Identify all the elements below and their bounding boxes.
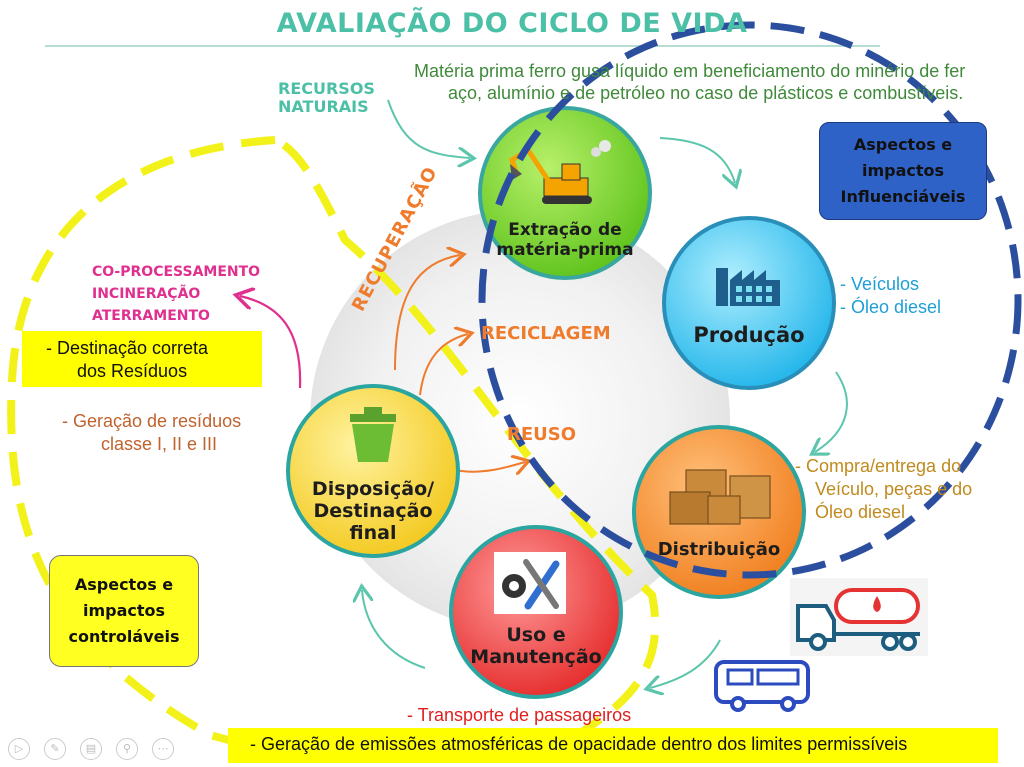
source-material-line-2: aço, alumínio e de petróleo no caso de p… <box>448 83 964 103</box>
waste-line-1: - Geração de resíduos <box>62 411 242 431</box>
stage-extraction-line-2: matéria-prima <box>496 240 634 260</box>
stage-use-label: Uso e Manutenção <box>461 624 611 668</box>
influenceable-dashed-loop <box>478 21 1022 579</box>
page-title: AVALIAÇÃO DO CICLO DE VIDA <box>276 8 748 39</box>
stage-production-label: Produção <box>693 323 805 347</box>
stage-distribution-label: Distribuição <box>657 539 781 560</box>
vehicles-item: - Veículos <box>840 274 920 294</box>
natural-resources-line-1: RECURSOS <box>278 79 375 98</box>
influenceable-aspects-box: Aspectos e impactos Influenciáveis <box>819 122 987 220</box>
factory-icon <box>716 268 780 306</box>
stage-use-line-2: Manutenção <box>470 646 602 668</box>
stage-disposal-label: Disposição/ Destinação final <box>298 478 448 544</box>
influenceable-line-3: Influenciáveis <box>840 187 966 206</box>
arrow-use-disposal <box>362 590 426 669</box>
arrow-production-distribution <box>815 371 848 452</box>
purchase-delivery-note: - Compra/entrega do Veículo, peças e do … <box>795 455 972 524</box>
stage-disposal-line-2: Destinação <box>313 500 433 522</box>
natural-resources-line-2: NATURAIS <box>278 97 369 116</box>
recycling-label: RECICLAGEM <box>481 323 611 344</box>
trash-bin-icon <box>350 407 396 462</box>
emissions-note: - Geração de emissões atmosféricas de op… <box>228 728 998 763</box>
influenceable-line-1: Aspectos e <box>853 135 953 154</box>
landfill-text: ATERRAMENTO <box>92 308 210 324</box>
purchase-line-2: Veículo, peças e do <box>815 479 973 499</box>
incineration-text: INCINERAÇÃO <box>92 286 201 302</box>
arrow-recovery <box>394 255 460 371</box>
passenger-transport-note: - Transporte de passageiros <box>407 705 632 725</box>
diesel-item: - Óleo diesel <box>840 297 942 317</box>
arrow-distribution-use <box>650 639 721 688</box>
controllable-line-3: controláveis <box>68 627 180 646</box>
disposal-methods-label: CO-PROCESSAMENTO INCINERAÇÃO ATERRAMENTO <box>92 261 260 327</box>
arrow-reuse <box>454 462 525 472</box>
bus-icon <box>714 660 810 712</box>
purchase-line-3: Óleo diesel <box>815 502 906 522</box>
arrow-coprocessing <box>240 296 302 389</box>
pen-icon[interactable]: ✎ <box>44 738 66 760</box>
more-icon[interactable]: ⋯ <box>152 738 174 760</box>
source-material-note: Matéria prima ferro gusa líquido em bene… <box>414 60 1024 104</box>
destination-line-2: dos Resíduos <box>77 361 188 381</box>
coprocessing-text: CO-PROCESSAMENTO <box>92 264 261 280</box>
influenceable-line-2: impactos <box>861 161 945 180</box>
controllable-aspects-box: Aspectos e impactos controláveis <box>49 555 199 667</box>
purchase-line-1: - Compra/entrega do <box>795 456 962 476</box>
arrow-extraction-production <box>659 137 735 183</box>
natural-resources-label: RECURSOS NATURAIS <box>278 80 375 116</box>
waste-generation-note: - Geração de resíduos classe I, II e III <box>62 410 241 456</box>
stage-extraction-label: Extração de matéria-prima <box>490 220 640 260</box>
boxes-icon <box>669 469 771 525</box>
tanker-truck-icon <box>790 578 928 656</box>
tools-icon <box>494 552 566 614</box>
waste-line-2: classe I, II e III <box>101 434 218 454</box>
stage-use-line-1: Uso e <box>506 624 566 646</box>
stage-disposal <box>286 384 460 558</box>
production-inputs-note: - Veículos - Óleo diesel <box>840 273 941 319</box>
destination-line-1: - Destinação correta <box>46 338 209 358</box>
stage-disposal-line-1: Disposição/ <box>311 478 435 500</box>
controllable-line-1: Aspectos e <box>74 575 174 594</box>
play-icon[interactable]: ▷ <box>8 738 30 760</box>
stage-disposal-line-3: final <box>349 522 397 544</box>
arrow-recycling <box>419 334 468 396</box>
arrow-resources <box>387 99 470 158</box>
slides-icon[interactable]: ▤ <box>80 738 102 760</box>
correct-waste-destination-note: - Destinação correta dos Resíduos <box>22 331 262 387</box>
stage-extraction-line-1: Extração de <box>508 220 622 240</box>
reuse-label: REUSO <box>507 424 577 445</box>
source-material-line-1: Matéria prima ferro gusa líquido em bene… <box>414 61 966 81</box>
controllable-line-2: impactos <box>82 601 166 620</box>
zoom-icon[interactable]: ⚲ <box>116 738 138 760</box>
